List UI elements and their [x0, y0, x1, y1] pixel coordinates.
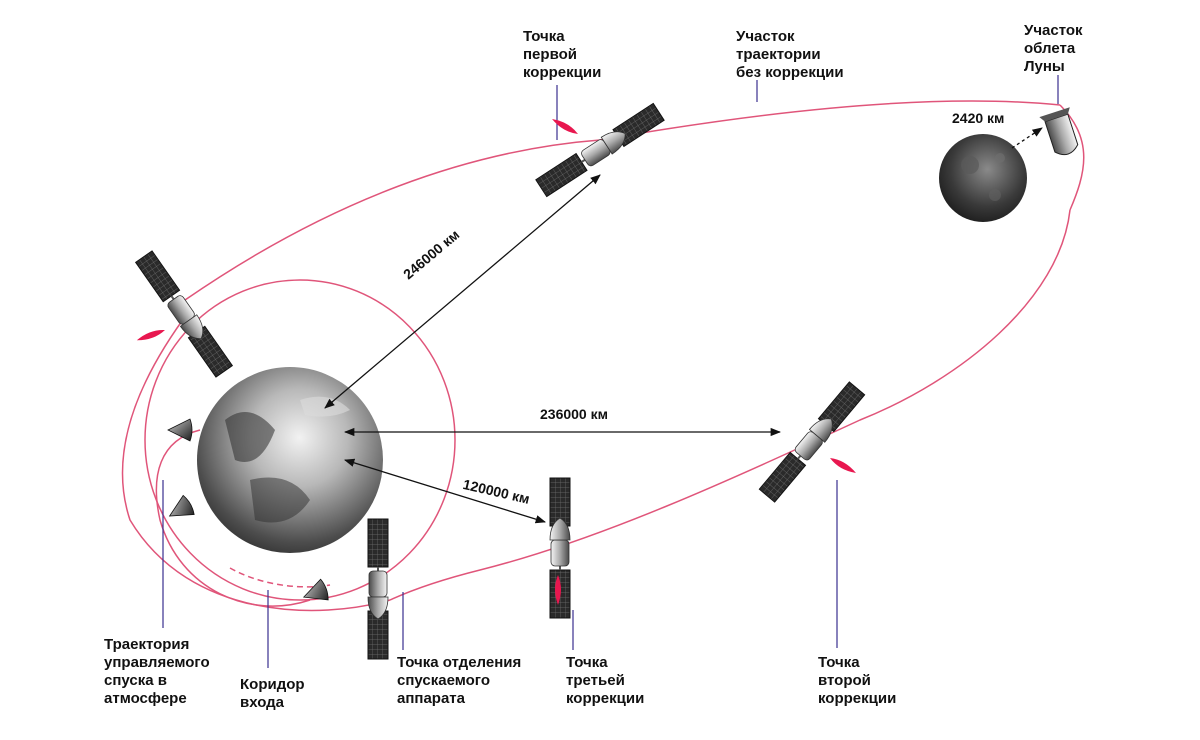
arrow-moon-flyby [1011, 127, 1043, 149]
flame-icon [550, 116, 580, 137]
label-separation: Точка отделения спускаемого аппарата [397, 654, 522, 707]
earth-icon [197, 367, 383, 553]
spacecraft-separation [367, 518, 389, 660]
label-moon-flyby: Участок облета Луны [1024, 22, 1083, 75]
label-controlled-descent: Траектория управляемого спуска в атмосфе… [104, 636, 210, 707]
flame-icon [135, 327, 167, 344]
descent-capsule-icon [163, 494, 197, 526]
distance-second-correction: 236000 км [540, 406, 608, 422]
entry-corridor-curve [229, 567, 331, 588]
label-entry-corridor: Коридор входа [240, 676, 305, 711]
arrow-to-third-correction [344, 458, 546, 524]
spacecraft-parking-orbit [134, 249, 234, 379]
descent-trajectory-inner [155, 429, 311, 607]
arrow-to-first-correction [324, 174, 601, 409]
distance-arrows [324, 127, 1043, 524]
label-first-correction: Точка первой коррекции [523, 28, 602, 81]
distance-moon-flyby: 2420 км [952, 110, 1005, 126]
spacecraft-second-correction [758, 380, 866, 504]
label-third-correction: Точка третьей коррекции [566, 654, 645, 707]
moon-icon [939, 134, 1027, 222]
spacecraft-first-correction [534, 102, 666, 198]
moon-flyby-trajectory [1059, 104, 1085, 211]
descent-trajectory [121, 309, 391, 612]
label-no-correction: Участок траектории без коррекции [736, 28, 844, 81]
label-second-correction: Точка второй коррекции [818, 654, 897, 707]
flame-icon [828, 455, 858, 476]
spacecraft-moon-flyby [1039, 107, 1079, 156]
descent-capsule-icon [299, 578, 331, 608]
earth [197, 367, 383, 553]
moon [939, 134, 1027, 222]
return-trajectory [389, 209, 1071, 601]
leader-lines [162, 75, 1059, 668]
parking-orbit [144, 279, 456, 601]
